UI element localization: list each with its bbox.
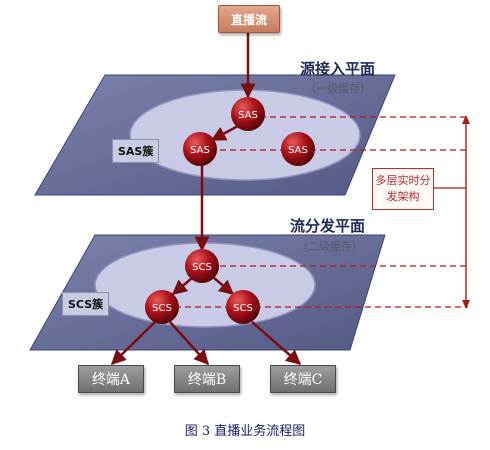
architecture-label-box: 多层实时分发架构 <box>372 168 434 210</box>
figure-caption: 图 3 直播业务流程图 <box>184 424 306 439</box>
terminal-c: 终端C <box>270 365 336 393</box>
svg-text:SCS: SCS <box>152 303 172 314</box>
upper-plane-title: 源接入平面 <box>300 60 376 78</box>
bracket-arrow-top <box>462 115 470 124</box>
terminal-b: 终端B <box>174 365 240 393</box>
sas-node-right: SAS <box>281 132 315 166</box>
arrow-scs-to-scs-left <box>171 277 193 295</box>
svg-text:SAS: SAS <box>238 110 258 121</box>
svg-text:SCS: SCS <box>233 303 253 314</box>
arrow-scs-to-scs-right <box>213 277 235 295</box>
svg-text:SAS: SAS <box>288 145 308 156</box>
live-stream-source-box: 直播流 <box>218 5 280 33</box>
svg-text:SAS: SAS <box>190 145 210 156</box>
scs-node-left: SCS <box>145 290 179 324</box>
upper-plane-subtitle: （一级缓存） <box>305 82 371 95</box>
scs-cluster-label: SCS簇 <box>62 292 110 316</box>
lower-plane-title: 流分发平面 <box>290 217 366 235</box>
lower-plane-subtitle: （二级缓存） <box>297 240 363 253</box>
arrow-scs-to-terminal-a <box>110 321 156 366</box>
bracket-arrow-bottom <box>462 300 470 309</box>
arrow-scs-to-terminal-b <box>169 321 210 366</box>
arrow-sas-to-sas-left <box>210 124 239 142</box>
arrow-scs-to-terminal-c <box>251 321 302 365</box>
terminal-a: 终端A <box>78 365 144 393</box>
sas-node-left: SAS <box>183 132 217 166</box>
scs-node-top: SCS <box>185 249 219 283</box>
scs-node-right: SCS <box>226 290 260 324</box>
svg-text:SCS: SCS <box>192 262 212 273</box>
sas-node-top: SAS <box>231 97 265 131</box>
sas-cluster-label: SAS簇 <box>112 139 160 163</box>
